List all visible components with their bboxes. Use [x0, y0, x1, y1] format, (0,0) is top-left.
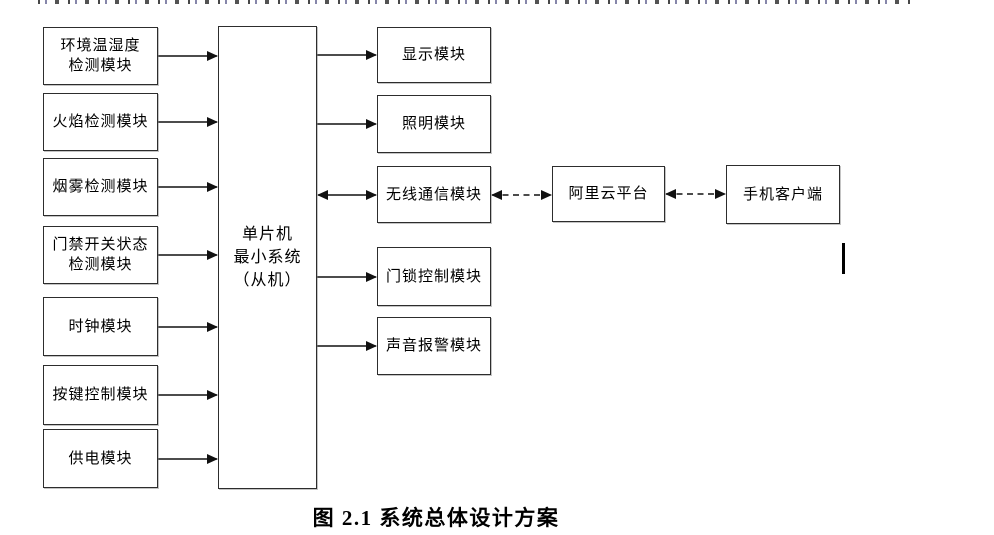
figure-caption: 图 2.1 系统总体设计方案 [312, 506, 560, 530]
node-flame-detect[interactable]: 火焰检测模块 [43, 93, 158, 151]
node-sound-alarm-module[interactable]: 声音报警模块 [377, 317, 491, 375]
node-power-supply-module[interactable]: 供电模块 [43, 429, 158, 488]
node-smoke-detect[interactable]: 烟雾检测模块 [43, 158, 158, 216]
node-phone-client[interactable]: 手机客户端 [726, 165, 840, 224]
node-wireless-comm-module[interactable]: 无线通信模块 [377, 166, 491, 223]
node-aliyun-platform[interactable]: 阿里云平台 [552, 166, 665, 222]
node-key-control-module[interactable]: 按键控制模块 [43, 365, 158, 425]
text-cursor [842, 243, 845, 274]
node-door-lock-control-module[interactable]: 门锁控制模块 [377, 247, 491, 306]
node-clock-module[interactable]: 时钟模块 [43, 297, 158, 356]
node-lighting-module[interactable]: 照明模块 [377, 95, 491, 153]
node-mcu-minimal-system[interactable]: 单片机 最小系统 （从机） [218, 26, 317, 489]
node-display-module[interactable]: 显示模块 [377, 27, 491, 83]
node-door-switch-state-detect[interactable]: 门禁开关状态 检测模块 [43, 226, 158, 284]
node-env-temp-humidity-detect[interactable]: 环境温湿度 检测模块 [43, 27, 158, 85]
clipped-text-fragments [38, 0, 910, 4]
